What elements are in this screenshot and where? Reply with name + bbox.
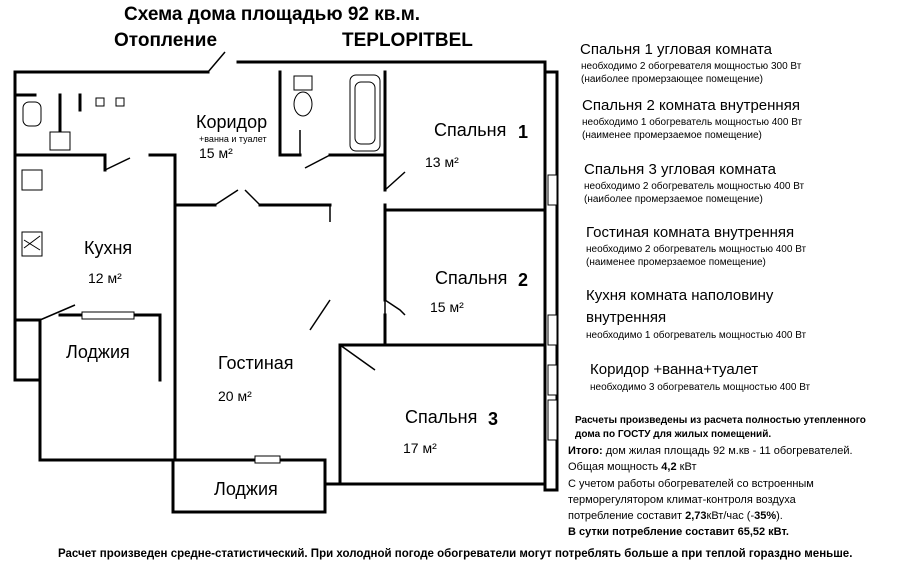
heating-title: Отопление (114, 30, 218, 51)
calc-daily-val: 65,52 кВт. (737, 526, 789, 538)
room-info-line: (наименее промерзаемое помещение) (582, 130, 762, 141)
room-info-head: Спальня 2 комната внутренняя (582, 97, 800, 114)
room-info-line: необходимо 1 обогреватель мощностью 400 … (582, 117, 803, 128)
room-info-line: (наиболее промерзаемое помещение) (584, 194, 763, 205)
calc-line-b: терморегулятором климат-контроля воздуха (568, 494, 796, 506)
room-info-line: (наиболее промерзающее помещение) (581, 74, 763, 85)
room-info-line: необходимо 2 обогреватель мощностью 400 … (586, 244, 807, 255)
calc-line-c-end: ). (776, 510, 783, 522)
room-info-head: Кухня комната наполовину (586, 287, 774, 304)
room-info-head: Спальня 3 угловая комната (584, 161, 777, 178)
footer-note: Расчет произведен средне-статистический.… (58, 548, 853, 560)
room-info-head: Коридор +ванна+туалет (590, 361, 759, 378)
calc-line-c: потребление составит 2,73кВт/час (-35%). (568, 508, 783, 524)
bedroom2-number: 2 (518, 270, 529, 290)
room-info-line: необходимо 2 обогревателя мощностью 300 … (581, 61, 802, 72)
bedroom3-number: 3 (488, 409, 499, 429)
calc-power-value: 4,2 (661, 461, 680, 473)
room-info-head-2: внутренняя (586, 309, 667, 326)
calc-line-c-val: 2,73 (685, 510, 707, 522)
calc-power-label: Общая мощность (568, 461, 662, 473)
room-info-line: необходимо 2 обогреватель мощностью 400 … (584, 181, 805, 192)
calc-line-c-pct: 35% (754, 510, 777, 522)
toilet-icon (22, 101, 42, 127)
calc-intro-1: Расчеты произведены из расчета полностью… (575, 415, 866, 426)
loggia-bottom-label: Лоджия (214, 479, 278, 499)
calc-power-unit: кВт (679, 461, 697, 473)
loggia-left-label: Лоджия (66, 342, 130, 362)
calc-total-label: Итого: (568, 445, 603, 457)
corridor-note: +ванна и туалет (199, 134, 267, 144)
living-label: Гостиная (218, 353, 294, 373)
room-info-line: необходимо 1 обогреватель мощностью 400 … (586, 330, 807, 341)
calc-daily-pre: В сутки потребление составит (568, 526, 738, 538)
calc-line-a: С учетом работы обогревателей со встроен… (568, 478, 814, 490)
room-info-line: необходимо 3 обогреватель мощностью 400 … (590, 382, 811, 393)
bedroom1-number: 1 (518, 122, 529, 142)
kitchen-area: 12 м² (88, 270, 122, 286)
room-info-head: Гостиная комната внутренняя (586, 224, 795, 241)
bedroom3-label: Спальня (405, 407, 478, 427)
calc-line-c-pre: потребление составит (568, 510, 686, 522)
kitchen-label: Кухня (84, 238, 133, 258)
bedroom2-area: 15 м² (430, 299, 464, 315)
calc-intro-2: дома по ГОСТУ для жилых помещений. (575, 429, 772, 440)
brand-title: TEPLOPITBEL (342, 30, 473, 51)
bedroom3-area: 17 м² (403, 440, 437, 456)
corridor-label: Коридор (196, 112, 268, 132)
page-title: Схема дома площадью 92 кв.м. (124, 4, 421, 25)
calc-line-c-unit: кВт/час (- (706, 510, 755, 522)
bedroom1-area: 13 м² (425, 154, 459, 170)
room-info-head: Спальня 1 угловая комната (580, 41, 773, 58)
bedroom1-label: Спальня (434, 120, 507, 140)
living-area: 20 м² (218, 388, 252, 404)
calc-total: Итого: дом жилая площадь 92 м.кв - 11 об… (568, 443, 853, 459)
sink-icon (21, 169, 43, 191)
room-info-line: (наименее промерзаемое помещение) (586, 257, 766, 268)
bedroom2-label: Спальня (435, 268, 508, 288)
calc-total-text: дом жилая площадь 92 м.кв - 11 обогреват… (602, 445, 853, 457)
stove-icon (21, 231, 43, 257)
calc-power: Общая мощность 4,2 кВт (568, 459, 696, 475)
calc-daily: В сутки потребление составит 65,52 кВт. (568, 524, 789, 540)
corridor-area: 15 м² (199, 145, 233, 161)
